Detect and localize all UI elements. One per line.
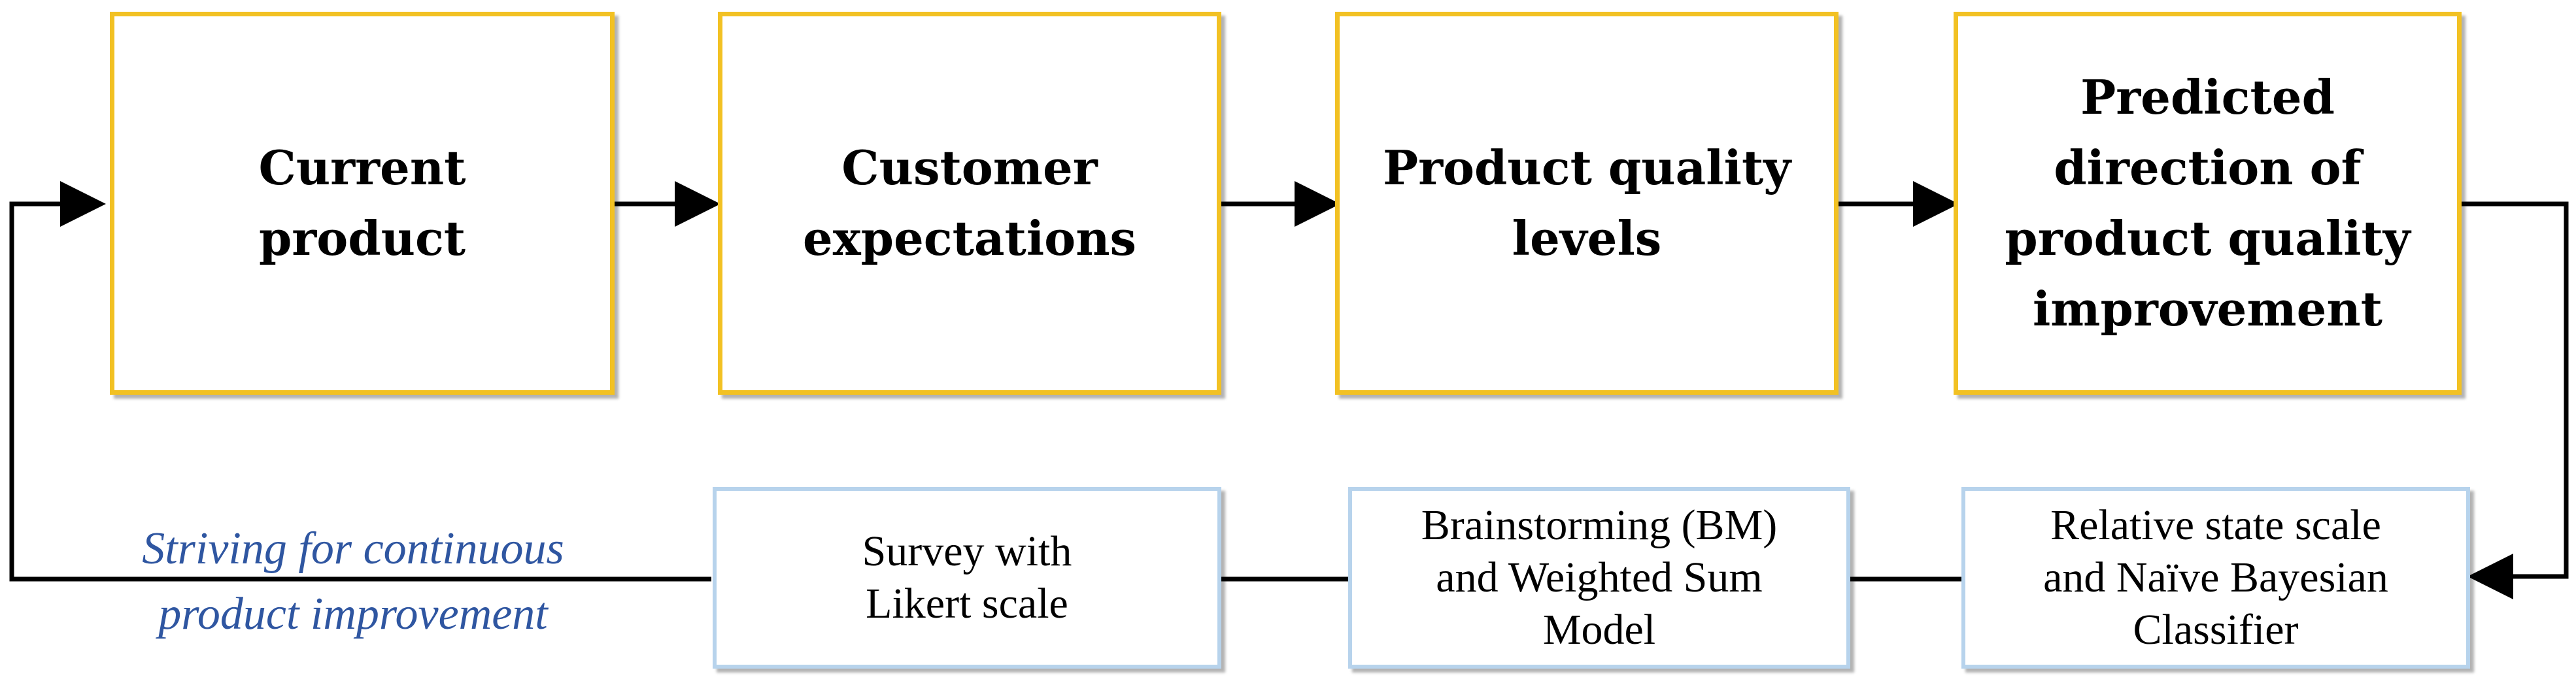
arrow-predicted-to-relative-state (2462, 201, 2569, 599)
box-customer-expectations: Customer expectations (718, 12, 1221, 395)
box-brainstorming-wsm: Brainstorming (BM) and Weighted Sum Mode… (1348, 487, 1850, 669)
box-current-product: Current product (110, 12, 615, 395)
box-current-product-label: Current product (258, 140, 466, 266)
box-product-quality-levels-label: Product quality levels (1382, 140, 1791, 266)
box-product-quality-levels: Product quality levels (1335, 12, 1839, 395)
loop-caption: Striving for continuous product improvem… (142, 524, 564, 639)
box-relative-state-bayes-label: Relative state scale and Naïve Bayesian … (2043, 501, 2388, 654)
box-survey-likert-label: Survey with Likert scale (862, 527, 1072, 627)
box-predicted-direction: Predicted direction of product quality i… (1954, 12, 2462, 395)
box-relative-state-bayes: Relative state scale and Naïve Bayesian … (1961, 487, 2470, 669)
box-customer-expectations-label: Customer expectations (802, 140, 1137, 266)
box-brainstorming-wsm-label: Brainstorming (BM) and Weighted Sum Mode… (1421, 501, 1778, 654)
arrow-feedback-loop-to-current-product (9, 181, 711, 582)
box-predicted-direction-label: Predicted direction of product quality i… (2005, 69, 2411, 337)
box-survey-likert: Survey with Likert scale (713, 487, 1221, 669)
